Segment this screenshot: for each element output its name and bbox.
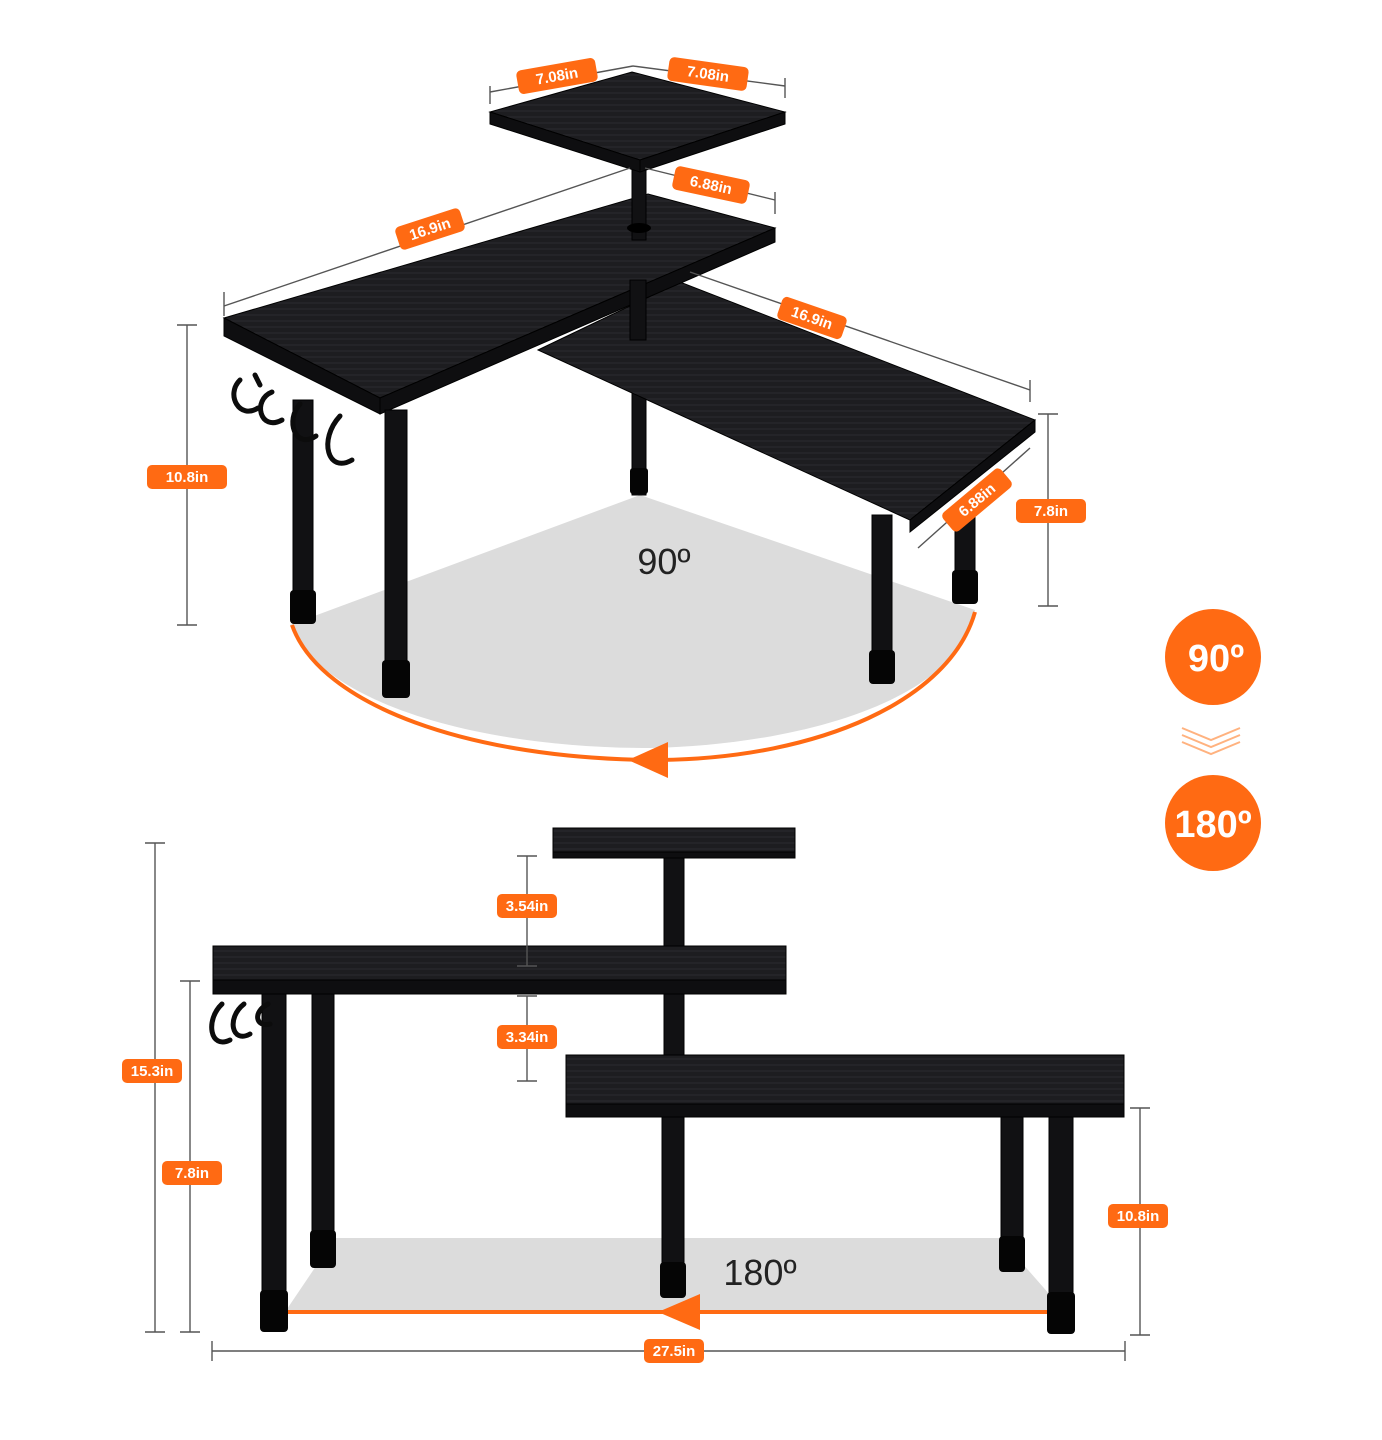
- badge-90: [1165, 609, 1261, 705]
- dim-top-shelf-right: 7.08in: [667, 57, 749, 91]
- svg-text:15.3in: 15.3in: [131, 1063, 174, 1080]
- dim-height-right: 7.8in: [1016, 499, 1086, 523]
- rotation-badges: 90º 180º: [1165, 609, 1261, 871]
- foot-180-left-back: [310, 1230, 336, 1268]
- dim-middle-depth: 6.88in: [672, 166, 750, 204]
- rotation-arrow-180: [658, 1294, 700, 1330]
- hooks-left: [231, 372, 355, 466]
- dim-total-height: 15.3in: [122, 1059, 182, 1083]
- foot-180-left-front: [260, 1290, 288, 1332]
- middle-shelf-180-edge: [212, 979, 787, 995]
- dim-top-gap: 3.54in: [497, 894, 557, 918]
- chevron-down-icon: [1181, 727, 1241, 756]
- center-post-lower: [629, 279, 647, 341]
- dim-height-left: 10.8in: [147, 465, 227, 489]
- dim-left-height: 7.8in: [162, 1161, 222, 1185]
- foot-180-right-front: [1047, 1292, 1075, 1334]
- svg-text:27.5in: 27.5in: [653, 1343, 696, 1360]
- svg-text:3.54in: 3.54in: [506, 898, 549, 915]
- dim-long-left: 16.9in: [395, 208, 465, 250]
- foot-back: [630, 468, 648, 494]
- top-shelf-edge-right: [639, 111, 786, 173]
- svg-text:3.34in: 3.34in: [506, 1029, 549, 1046]
- leg-right-front: [871, 514, 893, 666]
- svg-text:10.8in: 10.8in: [1117, 1208, 1160, 1225]
- leg-left-front: [384, 409, 408, 671]
- top-post-180: [663, 857, 685, 959]
- svg-text:10.8in: 10.8in: [166, 469, 209, 486]
- foot-left-front: [382, 660, 410, 698]
- leg-180-left-front: [261, 993, 287, 1299]
- dim-right-height: 10.8in: [1108, 1204, 1168, 1228]
- hooks-180: [209, 1001, 273, 1045]
- dim-middle-gap: 3.34in: [497, 1025, 557, 1049]
- straight-configuration: 3.54in 3.34in 15.3in 7.8in 10.8in 27.5in…: [122, 827, 1168, 1363]
- svg-text:7.8in: 7.8in: [1034, 503, 1068, 520]
- dim-total-width: 27.5in: [644, 1339, 704, 1363]
- center-foot-180: [660, 1262, 686, 1298]
- foot-left-back: [290, 590, 316, 624]
- lower-shelf-180-edge: [565, 1103, 1125, 1118]
- rotation-arrow-90: [628, 742, 668, 778]
- center-leg-180: [661, 1116, 685, 1288]
- dim-long-right: 16.9in: [777, 296, 847, 340]
- angle-label-90: 90º: [637, 541, 690, 582]
- angle-label-180: 180º: [723, 1252, 796, 1293]
- leg-180-left-back: [311, 993, 335, 1235]
- badge-180: [1165, 775, 1261, 871]
- foot-right-front: [869, 650, 895, 684]
- lower-right-shelf-edge: [909, 418, 1036, 534]
- post-joint: [627, 223, 651, 233]
- dim-top-shelf-left: 7.08in: [516, 58, 598, 94]
- badge-90-label: 90º: [1188, 638, 1244, 680]
- floor-sector-90: [290, 495, 975, 748]
- svg-text:7.08in: 7.08in: [686, 63, 730, 86]
- foot-right-back: [952, 570, 978, 604]
- corner-configuration: 7.08in 7.08in 6.88in 16.9in 16.9in 10.8i…: [147, 57, 1086, 778]
- top-shelf-180-edge: [552, 851, 796, 859]
- svg-text:7.8in: 7.8in: [175, 1165, 209, 1182]
- badge-180-label: 180º: [1174, 804, 1251, 846]
- leg-180-right-front: [1048, 1116, 1074, 1308]
- foot-180-right-back: [999, 1236, 1025, 1272]
